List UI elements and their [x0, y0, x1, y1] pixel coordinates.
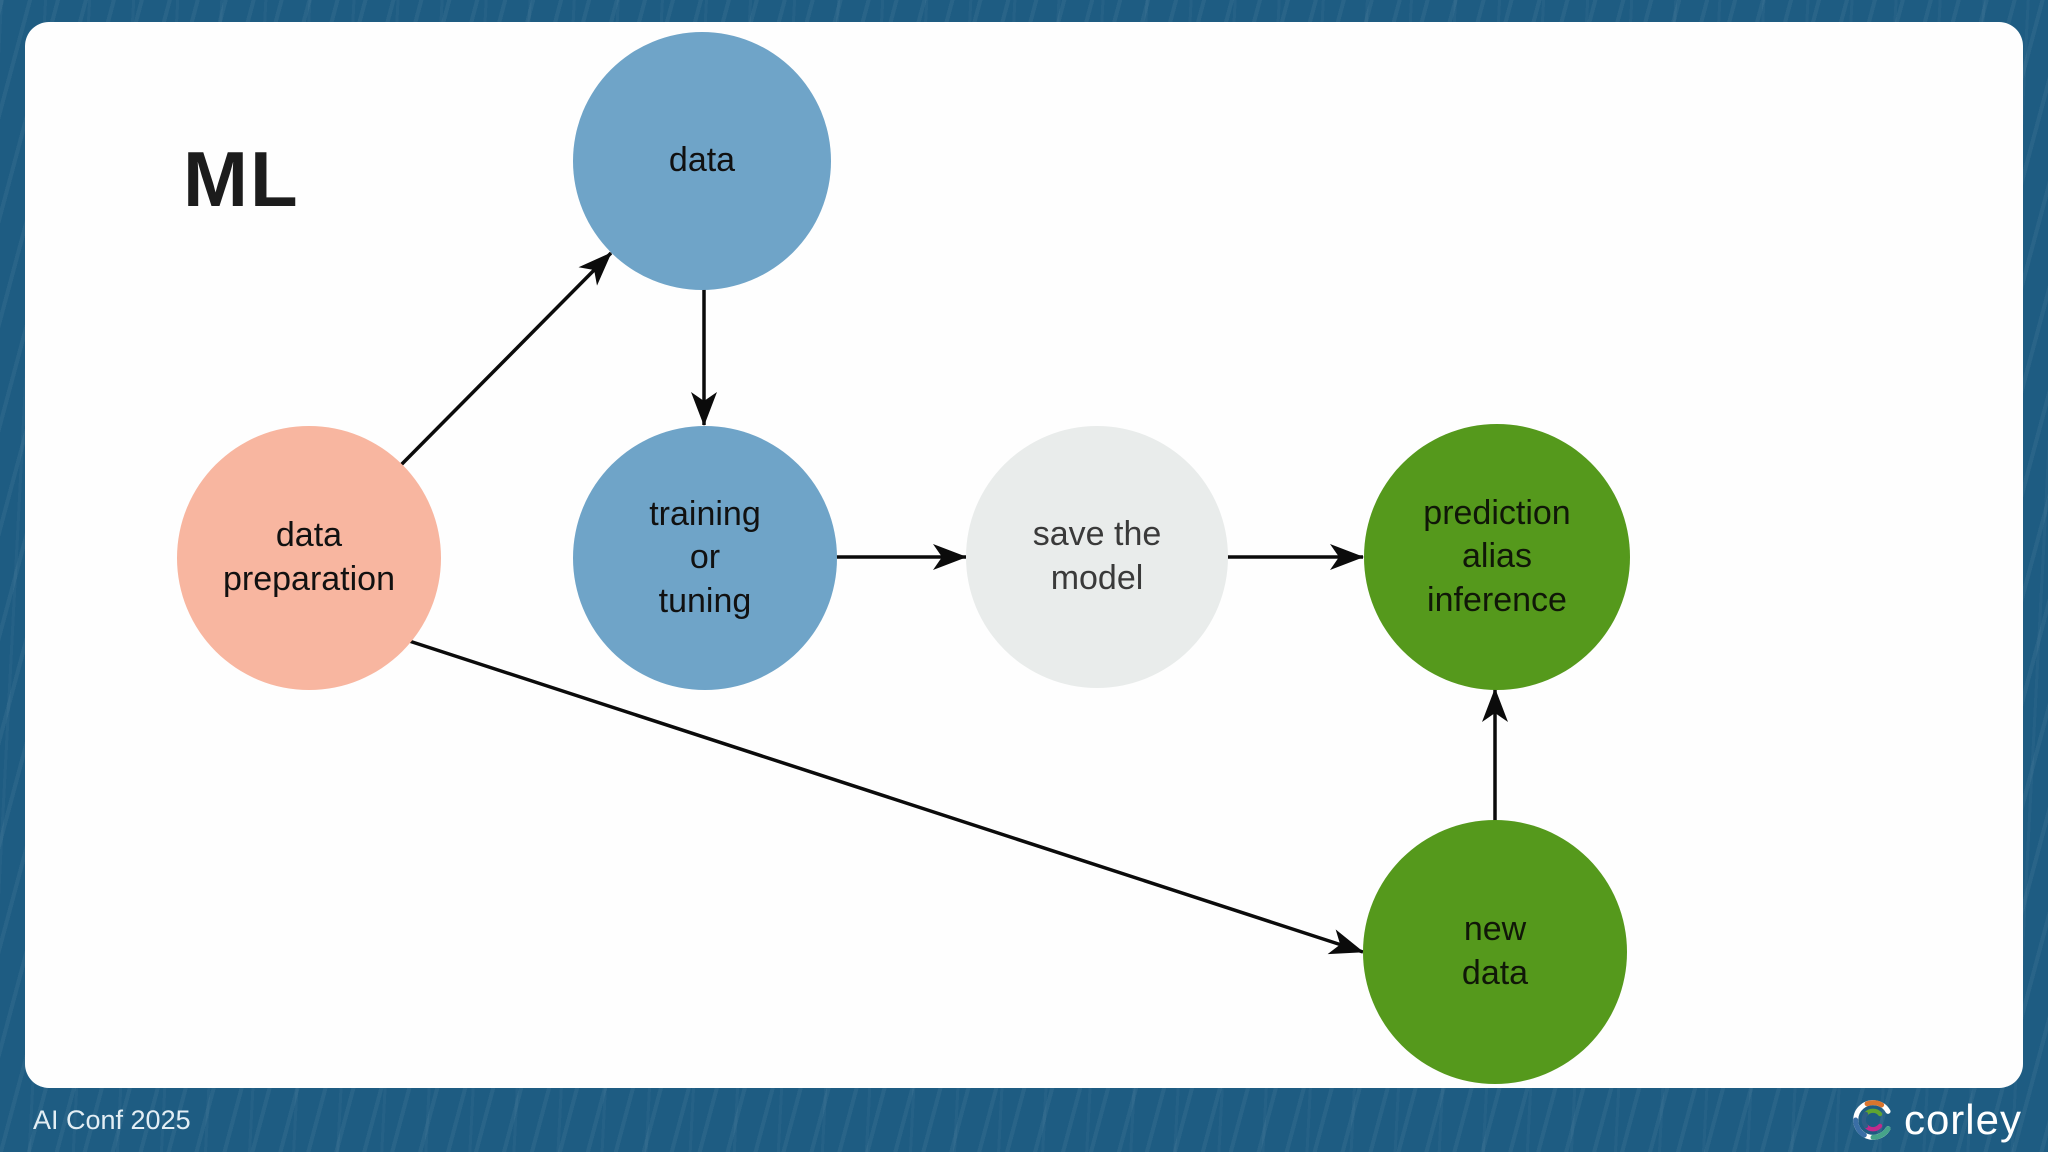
node-training-or-tuning-label: training or tuning — [649, 494, 761, 620]
corley-logo-icon — [1853, 1100, 1891, 1140]
conference-label: AI Conf 2025 — [33, 1104, 191, 1135]
edge-data-preparation-to-new-data — [399, 636, 1364, 955]
node-new-data-label: new data — [1461, 910, 1529, 992]
slide-title: ML — [183, 135, 300, 223]
node-data: data — [573, 32, 831, 290]
node-data-label: data — [668, 141, 736, 180]
node-prediction-alias-inference: prediction alias inference — [1364, 424, 1630, 690]
edge-data-preparation-to-data — [395, 251, 613, 471]
node-data-preparation: data preparation — [177, 426, 441, 690]
slide-content-area: ML data data preparation trainin — [25, 22, 2023, 1088]
brand-name: corley — [1903, 1096, 2022, 1143]
node-prediction-alias-inference-label: prediction alias inference — [1423, 493, 1571, 619]
node-save-the-model-label: save the model — [1032, 515, 1162, 597]
node-save-the-model: save the model — [966, 426, 1228, 688]
node-new-data: new data — [1363, 820, 1627, 1084]
brand-logo: corley — [1847, 1094, 2022, 1146]
slide-footer: AI Conf 2025 corley — [0, 1088, 2048, 1152]
node-training-or-tuning: training or tuning — [573, 426, 837, 690]
node-data-preparation-label: data preparation — [222, 516, 395, 598]
diagram-arrows — [395, 251, 1508, 955]
